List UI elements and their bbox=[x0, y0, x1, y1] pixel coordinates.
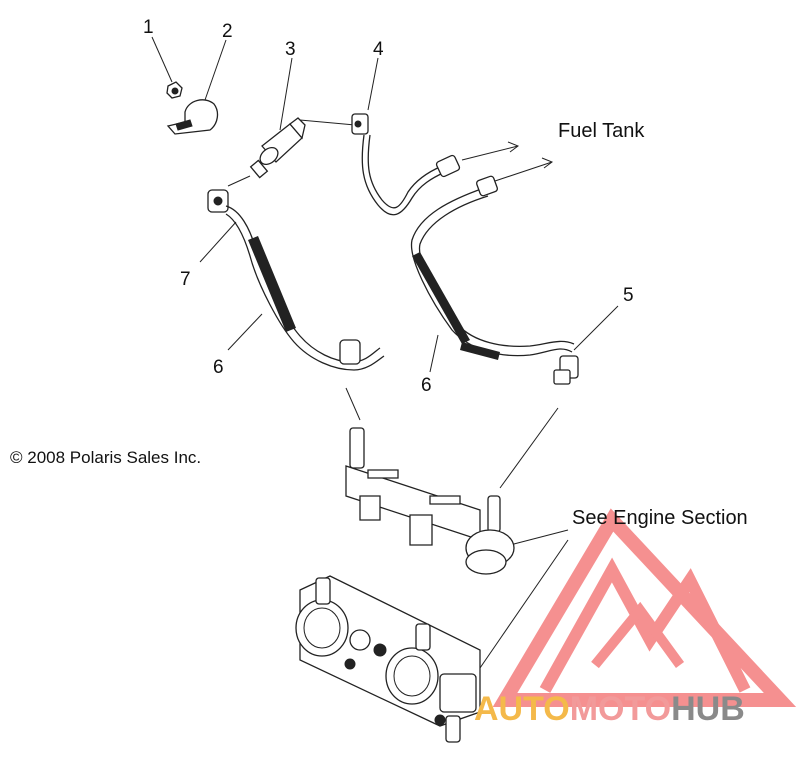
callout-2: 2 bbox=[222, 21, 233, 42]
callout-6-left: 6 bbox=[213, 357, 224, 378]
callout-1: 1 bbox=[143, 17, 154, 38]
right-fuel-hose bbox=[410, 175, 619, 385]
bolt-part bbox=[151, 36, 183, 99]
fuel-rail-part bbox=[345, 427, 515, 575]
fuel-filter-part bbox=[249, 57, 356, 179]
fuel-tank-note: Fuel Tank bbox=[558, 120, 645, 142]
throttle-body-part bbox=[295, 575, 481, 743]
callout-4: 4 bbox=[373, 39, 384, 60]
clamp-part bbox=[166, 39, 227, 135]
callout-7: 7 bbox=[180, 269, 191, 290]
callout-5: 5 bbox=[623, 285, 634, 306]
callout-3: 3 bbox=[285, 39, 296, 60]
copyright-text: © 2008 Polaris Sales Inc. bbox=[10, 448, 202, 467]
connector-part bbox=[351, 57, 461, 216]
watermark-hub: HUB bbox=[671, 690, 745, 728]
callout-6-right: 6 bbox=[421, 375, 432, 396]
watermark-logo bbox=[492, 508, 797, 707]
engine-section-note: See Engine Section bbox=[572, 507, 748, 529]
watermark-text: AUTOMOTOHUB bbox=[474, 690, 745, 729]
watermark-moto: MOTO bbox=[569, 690, 672, 728]
watermark-auto: AUTO bbox=[474, 690, 570, 728]
leader-lines bbox=[345, 387, 569, 669]
fuel-tank-arrows bbox=[461, 141, 554, 183]
left-fuel-hose bbox=[199, 175, 385, 371]
